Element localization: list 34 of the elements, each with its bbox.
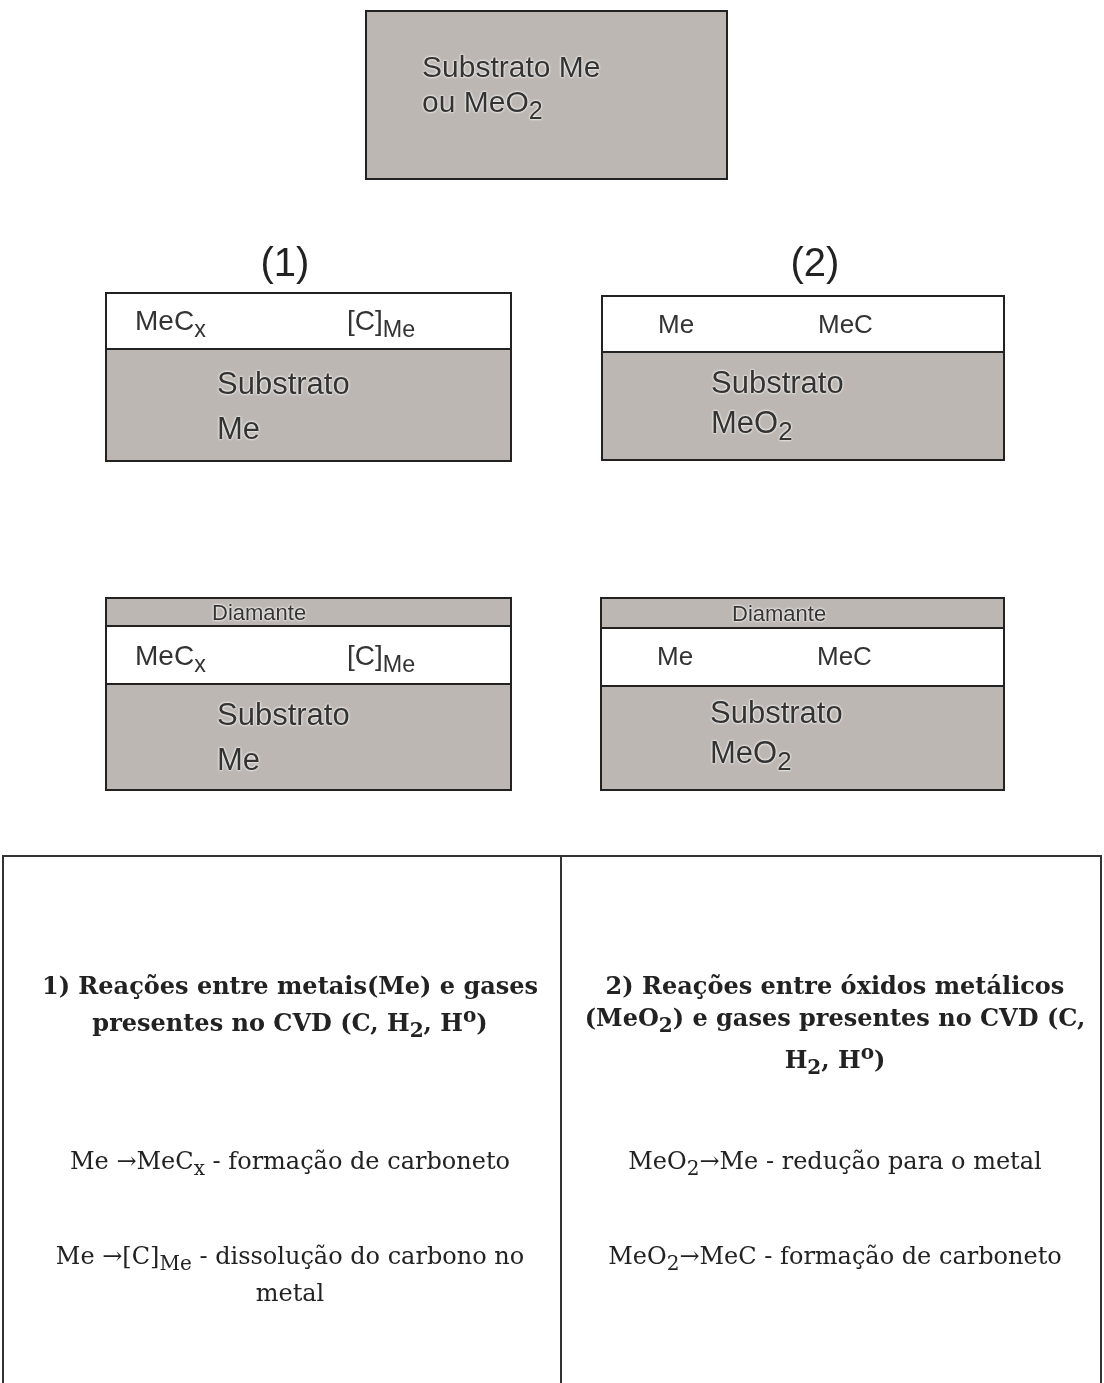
table-header: 1) Reações entre metais(Me) e gases presentes no CVD (C, H$_{2}$, H$^{o}$) bbox=[40, 970, 540, 1045]
substrate-block bbox=[365, 10, 728, 180]
layer-label: Diamante bbox=[212, 600, 307, 627]
substrate-layer bbox=[105, 683, 512, 791]
interface-layer bbox=[600, 627, 1005, 687]
table-cell-text: Me →MeC$_{x}$ - formação de carboneto bbox=[69, 1146, 511, 1182]
layer-label: Diamante bbox=[732, 601, 827, 628]
layer-label: MeC$_{x}$ bbox=[135, 639, 206, 679]
layer-label: Substrato Me ou MeO$_{2}$ bbox=[422, 50, 602, 125]
substrate-layer bbox=[105, 348, 512, 462]
table-cell-text: Me →[C]$_{Me}$ - dissolução do carbono no metal bbox=[54, 1241, 526, 1309]
substrate-layer bbox=[600, 685, 1005, 791]
interface-layer bbox=[105, 625, 512, 685]
panel-number: (2) bbox=[789, 240, 841, 285]
diamond-layer bbox=[600, 597, 1005, 629]
interface-layer bbox=[105, 292, 512, 350]
layer-label: Me bbox=[658, 309, 695, 341]
substrate-layer bbox=[601, 351, 1005, 461]
layer-label: [C]$_{Me}$ bbox=[347, 639, 416, 679]
layer-label: MeC bbox=[817, 641, 872, 673]
table-cell-text: MeO$_{2}$→Me - redução para o metal bbox=[627, 1146, 1043, 1182]
interface-layer bbox=[601, 295, 1005, 353]
layer-label: Substrato Me bbox=[217, 365, 351, 448]
layer-label: Substrato MeO$_{2}$ bbox=[710, 694, 844, 778]
panel-number: (1) bbox=[259, 240, 311, 285]
table-cell-text: MeO$_{2}$→MeC - formação de carboneto bbox=[607, 1241, 1063, 1277]
layer-label: Me bbox=[657, 641, 694, 673]
layer-label: Substrato Me bbox=[217, 696, 351, 779]
layer-label: Substrato MeO$_{2}$ bbox=[711, 364, 845, 448]
layer-label: MeC bbox=[818, 309, 873, 341]
table-header: 2) Reações entre óxidos metálicos (MeO$_{2}$) e gases presentes no CVD (C, H$_{2}$, H$^{o}$) bbox=[583, 970, 1087, 1081]
layer-label: [C]$_{Me}$ bbox=[347, 304, 416, 344]
diamond-layer bbox=[105, 597, 512, 627]
layer-label: MeC$_{x}$ bbox=[135, 304, 206, 344]
